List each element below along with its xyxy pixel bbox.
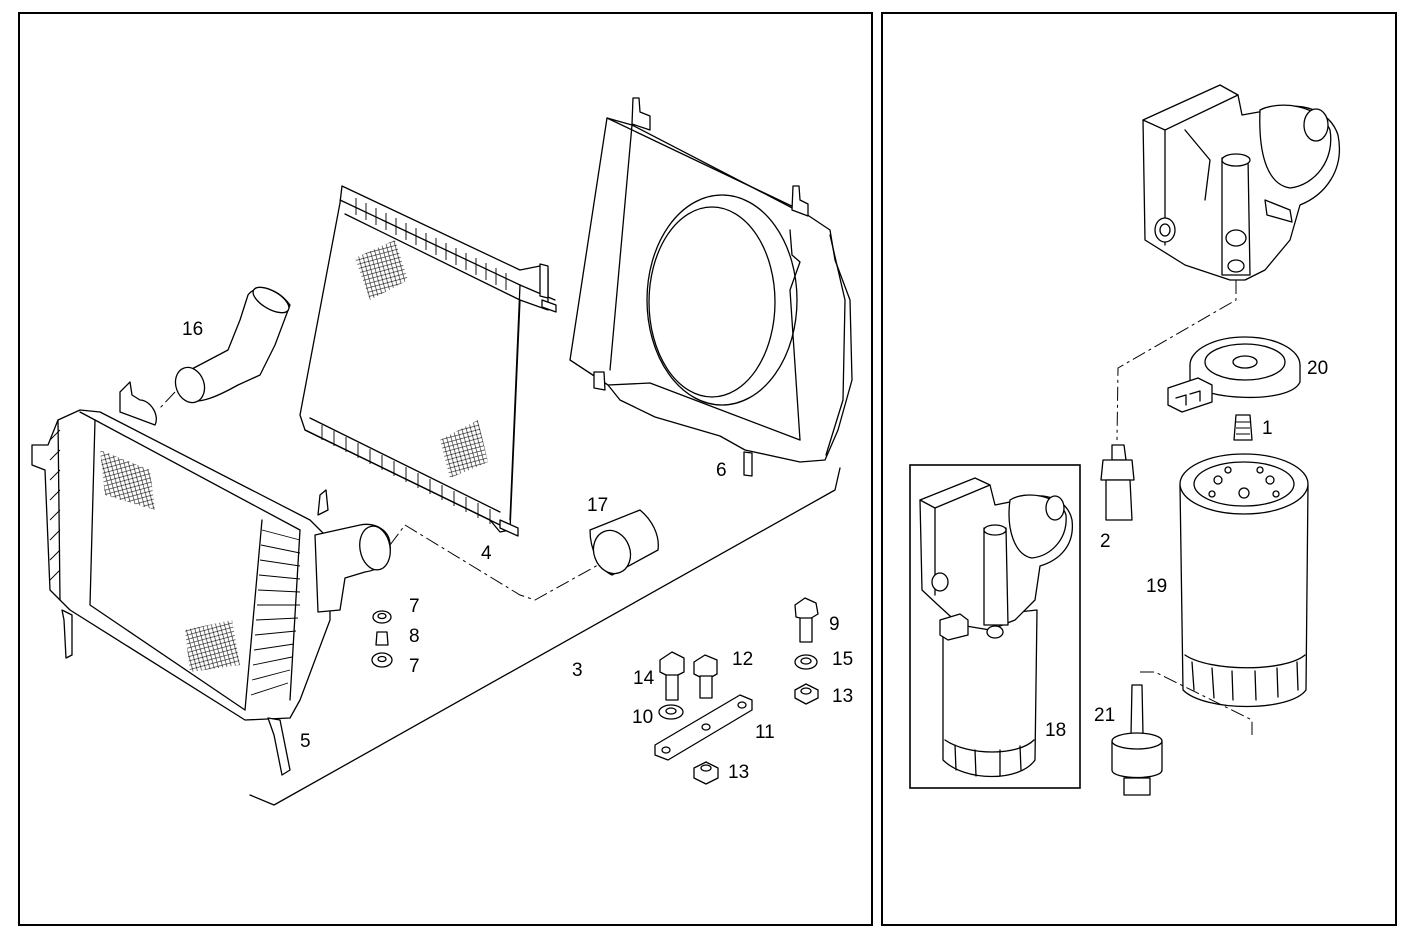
callout-12: 12 xyxy=(732,649,753,670)
filter-cartridge-part-19 xyxy=(1179,453,1309,708)
callout-13a: 13 xyxy=(832,686,853,707)
callout-19: 19 xyxy=(1146,576,1167,597)
leader-lines-right xyxy=(1116,280,1253,735)
filter-assembly-part-18 xyxy=(919,477,1074,778)
callout-21: 21 xyxy=(1094,705,1115,726)
callout-9: 9 xyxy=(829,614,840,635)
callout-2: 2 xyxy=(1100,531,1111,552)
callout-1: 1 xyxy=(1262,418,1273,439)
callout-15: 15 xyxy=(832,649,853,670)
callout-6: 6 xyxy=(716,460,727,481)
callout-labels: 1 2 3 4 5 6 7 8 7 9 10 11 12 13 13 14 15… xyxy=(182,319,1328,783)
upper-hose-part-16 xyxy=(174,286,291,404)
fitting-part-1 xyxy=(1233,414,1253,441)
bracket-hardware-14-12-10-11-13 xyxy=(654,651,753,785)
callout-4: 4 xyxy=(481,543,492,564)
left-panel-frame xyxy=(18,12,873,926)
filter-adapter-part-20 xyxy=(1167,336,1301,413)
callout-14: 14 xyxy=(633,668,655,689)
washer-nut-set-7-8 xyxy=(371,610,393,668)
right-panel-frame xyxy=(881,12,1397,926)
callout-3: 3 xyxy=(572,660,583,681)
assembly-baseline xyxy=(249,467,841,806)
radiator-part-4 xyxy=(299,185,557,537)
inset-frame-part-18 xyxy=(909,464,1081,789)
fan-shroud-part-6 xyxy=(569,97,853,477)
callout-8: 8 xyxy=(409,626,420,647)
hose-sleeve-part-17 xyxy=(589,509,659,576)
callout-5: 5 xyxy=(300,731,311,752)
callout-7b: 7 xyxy=(409,656,420,677)
intercooler-part-5 xyxy=(31,381,391,776)
bolt-washer-nut-9-15-13 xyxy=(794,597,819,705)
drain-sensor-part-21 xyxy=(1111,684,1163,796)
callout-7a: 7 xyxy=(409,596,420,617)
callout-16: 16 xyxy=(182,319,203,340)
callout-18: 18 xyxy=(1045,720,1066,741)
callout-13b: 13 xyxy=(728,762,749,783)
callout-10: 10 xyxy=(632,707,653,728)
sensor-part-2 xyxy=(1100,444,1135,521)
callout-17: 17 xyxy=(587,495,608,516)
callout-20: 20 xyxy=(1307,358,1328,379)
filter-head-housing xyxy=(1142,84,1340,281)
leader-lines-left xyxy=(159,391,599,601)
callout-11: 11 xyxy=(755,722,775,743)
